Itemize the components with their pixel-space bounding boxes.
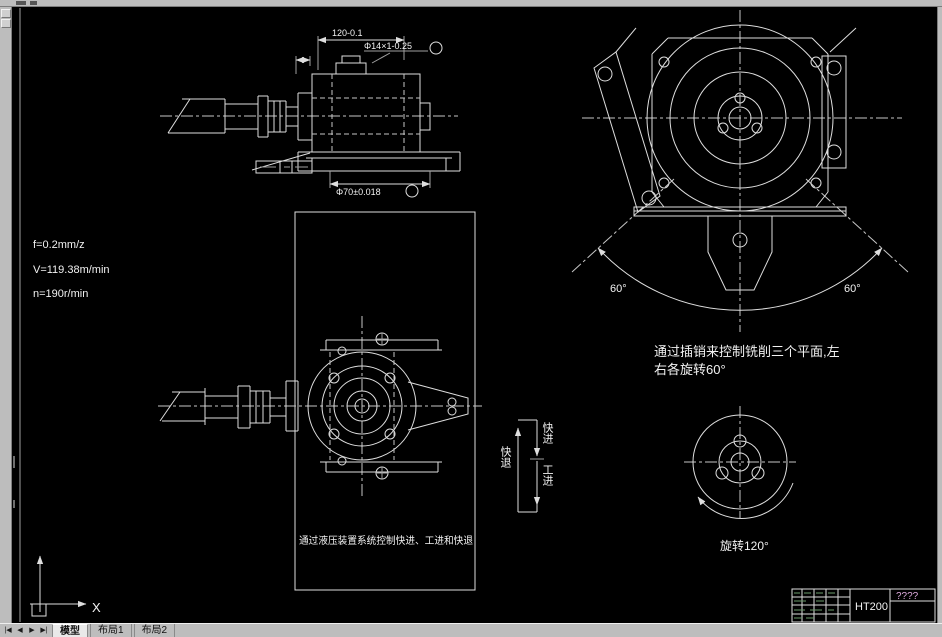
- label-rapid-return: 快退: [499, 446, 512, 468]
- pin-note-line1: 通过插销来控制铣削三个平面,左: [654, 344, 840, 359]
- param-spindle: n=190r/min: [33, 288, 88, 300]
- dim-width-label: 120-0.1: [332, 28, 363, 38]
- ucs-x-label: X: [92, 600, 101, 615]
- dim-base-label: Φ70±0.018: [336, 187, 381, 197]
- top-border-strip: [0, 0, 942, 7]
- right-scrollbar[interactable]: [937, 7, 942, 624]
- param-speed: V=119.38m/min: [33, 264, 110, 276]
- title-placeholder: ????: [896, 591, 919, 602]
- view-rotary-60: 60° 60° 通过插销来控制铣削三个平面,左 右各旋转60°: [571, 10, 909, 377]
- hydraulic-note: 通过液压装置系统控制快进、工进和快退: [299, 534, 473, 547]
- view-front: 通过液压装置系统控制快进、工进和快退: [158, 211, 482, 591]
- cutting-parameters: f=0.2mm/z V=119.38m/min n=190r/min: [33, 239, 110, 300]
- angle-right-label: 60°: [844, 283, 861, 295]
- material-label: HT200: [855, 601, 888, 613]
- tab-scroll-first-button[interactable]: |◀: [4, 627, 12, 634]
- tab-scroll-next-button[interactable]: ▶: [29, 627, 35, 634]
- rotate-120-label: 旋转120°: [720, 538, 769, 553]
- tab-model[interactable]: 模型: [52, 624, 88, 637]
- tab-layout2[interactable]: 布局2: [133, 624, 176, 637]
- titlebar-mark: [16, 1, 26, 5]
- label-rapid-advance: 快进: [541, 422, 554, 444]
- label-work-feed: 工进: [541, 464, 554, 486]
- dim-bore-label: Φ14×1-0.25: [364, 41, 412, 51]
- left-toolbar-strip: [0, 7, 12, 624]
- tab-scroll-last-button[interactable]: ▶|: [40, 627, 48, 634]
- titlebar-mark: [30, 1, 37, 5]
- pin-note-line2: 右各旋转60°: [654, 362, 726, 377]
- tab-scroll-prev-button[interactable]: ◀: [17, 627, 23, 634]
- title-block: HT200 ????: [791, 588, 936, 623]
- angle-left-label: 60°: [610, 283, 627, 295]
- toolbar-mini-button-2[interactable]: [1, 19, 11, 28]
- view-side: 120-0.1 Φ14×1-0.25 Φ70±0.018: [160, 28, 461, 198]
- tolerance-frames: [255, 160, 313, 174]
- datum-circle-top: [429, 41, 443, 55]
- param-feed: f=0.2mm/z: [33, 239, 85, 251]
- ucs-icon: X: [30, 555, 101, 617]
- view-rotate-120: 旋转120°: [684, 406, 796, 553]
- datum-circle-bottom: [405, 184, 419, 198]
- toolbar-mini-button-1[interactable]: [1, 9, 11, 18]
- layout-tab-bar: |◀ ◀ ▶ ▶| 模型 布局1 布局2: [0, 623, 942, 637]
- feed-cycle-diagram: 快进 工进 快退: [499, 419, 554, 513]
- tab-layout1[interactable]: 布局1: [90, 624, 132, 637]
- sheet-border: [13, 8, 21, 622]
